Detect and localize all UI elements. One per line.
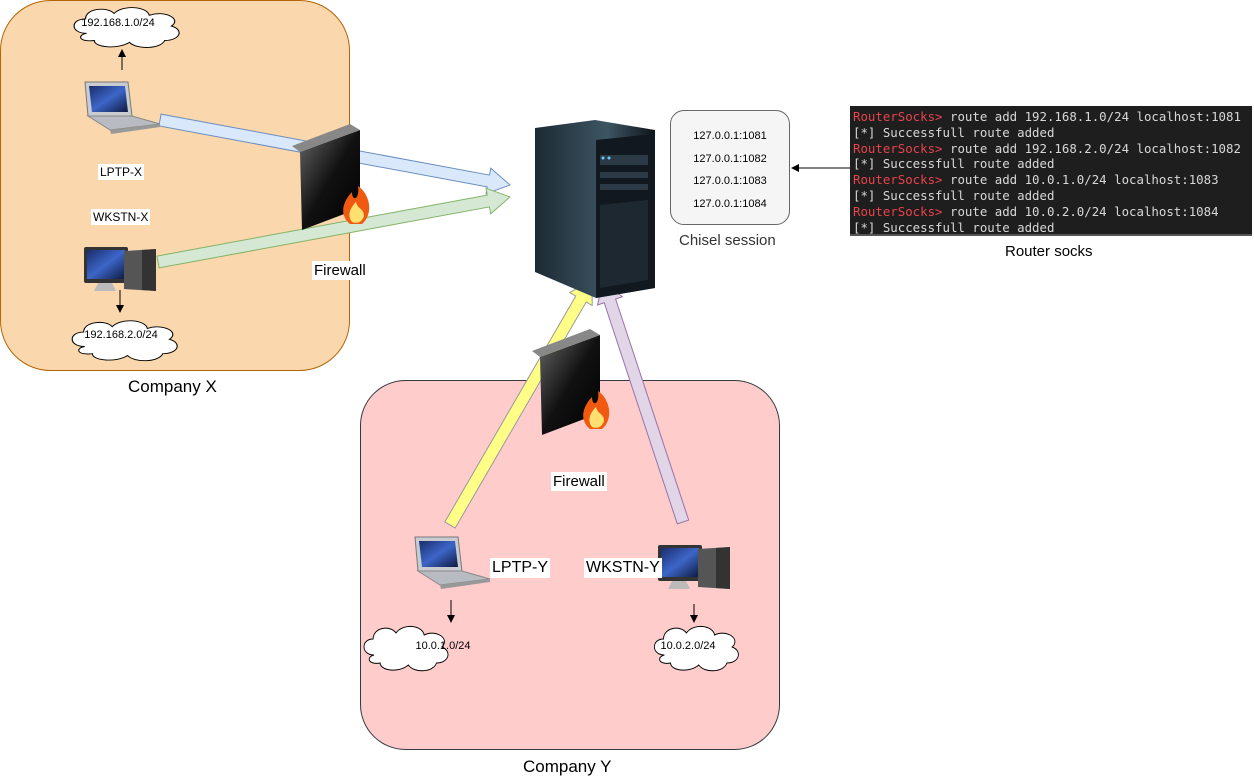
firewall-y-icon xyxy=(532,329,610,435)
terminal-line: [*] Successfull route added xyxy=(853,156,1252,172)
terminal-line: [*] Successfull route added xyxy=(853,188,1252,204)
terminal-line: RouterSocks> route add 192.168.2.0/24 lo… xyxy=(853,141,1252,157)
arrow-wkstn-x-to-server xyxy=(156,187,511,269)
router-socks-terminal: RouterSocks> route add 192.168.1.0/24 lo… xyxy=(850,106,1252,236)
port: 127.0.0.1:1081 xyxy=(693,130,767,142)
terminal-line: RouterSocks> route add 10.0.2.0/24 local… xyxy=(853,204,1252,220)
router-socks-label: Router socks xyxy=(1005,243,1093,260)
cloud-label: 10.0.1.0/24 xyxy=(415,640,471,652)
cloud-label: 192.168.2.0/24 xyxy=(84,329,158,341)
company-x-group xyxy=(0,0,350,371)
terminal-line: RouterSocks> route add 10.0.1.0/24 local… xyxy=(853,172,1252,188)
terminal-line: RouterSocks> route add 192.168.1.0/24 lo… xyxy=(853,109,1252,125)
terminal-line: [*] Successfull route added xyxy=(853,220,1252,236)
port: 127.0.0.1:1082 xyxy=(693,152,767,165)
node-label-firewall-y: Firewall xyxy=(551,472,607,491)
terminal-prompt: RouterSocks> xyxy=(853,172,943,188)
server-icon xyxy=(535,120,655,298)
port: 127.0.0.1:1084 xyxy=(693,197,767,210)
terminal-text: [*] Successfull route added xyxy=(853,124,1055,140)
chisel-session-box: 127.0.0.1:1081 127.0.0.1:1082 127.0.0.1:… xyxy=(670,110,790,225)
node-label-firewall-x: Firewall xyxy=(312,261,368,280)
terminal-text: route add 192.168.2.0/24 localhost:1082 xyxy=(942,140,1241,156)
terminal-text: route add 10.0.2.0/24 localhost:1084 xyxy=(942,203,1219,219)
terminal-prompt: RouterSocks> xyxy=(853,203,943,219)
group-label-company-y: Company Y xyxy=(523,757,612,776)
chisel-session-label: Chisel session xyxy=(679,232,776,249)
node-label-wkstn-x: WKSTN-X xyxy=(91,209,151,225)
terminal-text: route add 192.168.1.0/24 localhost:1081 xyxy=(942,109,1241,124)
terminal-text: [*] Successfull route added xyxy=(853,187,1055,203)
cloud-label: 10.0.2.0/24 xyxy=(660,640,716,652)
group-label-company-x: Company X xyxy=(128,377,217,396)
node-label-lptp-x: LPTP-X xyxy=(98,164,145,180)
cloud-label: 192.168.1.0/24 xyxy=(81,17,155,29)
terminal-prompt: RouterSocks> xyxy=(853,140,943,156)
terminal-line: [*] Successfull route added xyxy=(853,125,1252,141)
port: 127.0.0.1:1083 xyxy=(693,175,767,187)
terminal-text: route add 10.0.1.0/24 localhost:1083 xyxy=(942,172,1219,188)
node-label-wkstn-y: WKSTN-Y xyxy=(584,558,662,578)
terminal-text: [*] Successfull route added xyxy=(853,219,1055,235)
terminal-prompt: RouterSocks> xyxy=(853,109,943,124)
terminal-text: [*] Successfull route added xyxy=(853,156,1055,172)
node-label-lptp-y: LPTP-Y xyxy=(490,558,551,578)
